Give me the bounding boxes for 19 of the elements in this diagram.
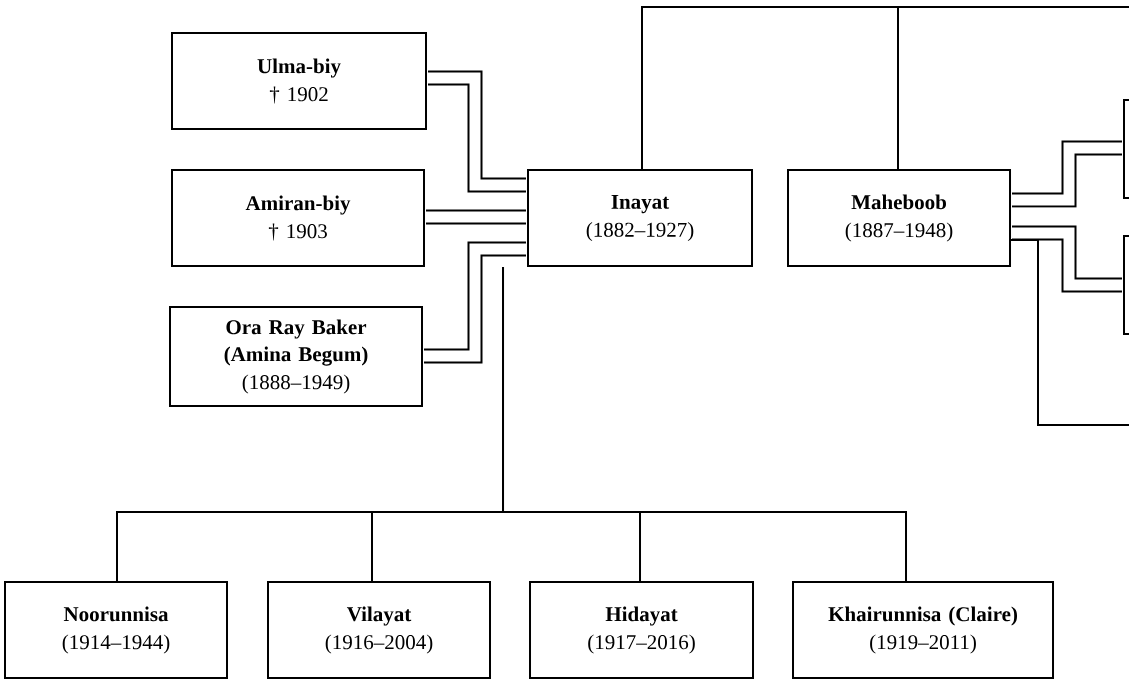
person-box: Hidayat (1917–2016) xyxy=(529,581,754,679)
person-box xyxy=(1123,99,1129,199)
person-box: Amiran-biy † 1903 xyxy=(171,169,425,267)
person-box: Noorunnisa (1914–1944) xyxy=(4,581,228,679)
person-box: Ora Ray Baker (Amina Begum) (1888–1949) xyxy=(169,306,423,407)
marriage-line xyxy=(424,241,526,364)
marriage-line xyxy=(1012,140,1122,208)
descent-line xyxy=(897,6,1129,170)
person-box: Vilayat (1916–2004) xyxy=(267,581,491,679)
descent-line xyxy=(502,266,907,582)
person-box: Inayat (1882–1927) xyxy=(527,169,753,267)
person-box: Maheboob (1887–1948) xyxy=(787,169,1011,267)
person-box: Ulma-biy † 1902 xyxy=(171,32,427,130)
marriage-line xyxy=(426,209,526,225)
marriage-line xyxy=(428,70,526,193)
descent-line xyxy=(1010,239,1129,426)
marriage-line xyxy=(1012,225,1122,293)
person-box xyxy=(1123,235,1129,335)
person-box: Khairunnisa (Claire) (1919–2011) xyxy=(792,581,1054,679)
